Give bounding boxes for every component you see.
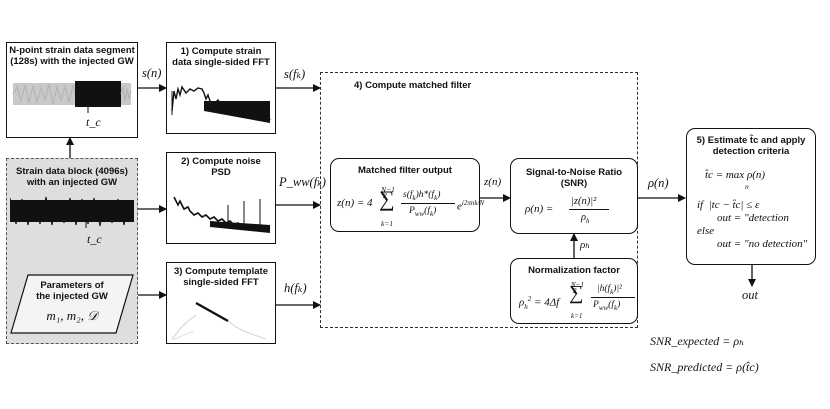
snr-expected: SNR_expected = ρₕ xyxy=(650,334,745,348)
params-title: Parameters of the injected GW xyxy=(36,280,108,302)
label-rho-h: ρₕ xyxy=(580,239,591,251)
snr-formula: ρ(n) = |z(n)|² ρh xyxy=(525,195,609,273)
label-s-n: s(n) xyxy=(142,66,162,80)
snr-title: Signal-to-Noise Ratio (SNR) xyxy=(525,167,623,189)
template-plot xyxy=(170,291,274,341)
segment-box: N-point strain data segment (128s) with … xyxy=(6,42,138,138)
block-tc-marker: t_c xyxy=(87,232,102,246)
estimate-box: 5) Estimate t̂c and apply detection crit… xyxy=(686,128,816,265)
norm-box: Normalization factor ρh2 = 4Δf N−1 2 ∑ k… xyxy=(510,258,638,324)
mf-output-formula: z(n) = 4 N−1 2 ∑ k=1 s(fk)h*(fk) Pww(fk)… xyxy=(337,185,485,228)
mf-output-box: Matched filter output z(n) = 4 N−1 2 ∑ k… xyxy=(330,158,484,232)
block-signal-plot xyxy=(10,196,134,228)
estimate-line3: out = "detection xyxy=(717,212,789,224)
segment-tc-marker: t_c xyxy=(86,115,101,129)
segment-title: N-point strain data segment (128s) with … xyxy=(9,45,135,67)
template-box: 3) Compute template single-sided FFT xyxy=(166,262,276,344)
snr-predicted: SNR_predicted = ρ(t̂c) xyxy=(650,360,759,374)
template-title: 3) Compute template single-sided FFT xyxy=(174,266,268,288)
estimate-line5: out = "no detection" xyxy=(717,238,808,250)
label-out: out xyxy=(742,288,758,302)
norm-title: Normalization factor xyxy=(528,265,620,276)
norm-formula: ρh2 = 4Δf N−1 2 ∑ k=1 |h(fk)|² Pww(fk) xyxy=(519,279,635,409)
estimate-title: 5) Estimate t̂c and apply detection crit… xyxy=(696,135,806,157)
snr-box: Signal-to-Noise Ratio (SNR) ρ(n) = |z(n)… xyxy=(510,158,638,234)
params-shape xyxy=(10,274,134,334)
estimate-line2: if |tc − t̂c| ≤ ε xyxy=(697,199,760,211)
params-formula: m₁, m₂, 𝒟 xyxy=(46,308,98,323)
fft-title: 1) Compute strain data single-sided FFT xyxy=(172,46,270,68)
fft-box: 1) Compute strain data single-sided FFT xyxy=(166,42,276,134)
label-h-fk: h(fₖ) xyxy=(284,281,307,295)
label-s-fk: s(fₖ) xyxy=(284,67,306,81)
estimate-line1: t̂c = max ρ(n) xyxy=(705,169,766,181)
fft-spectrum-plot xyxy=(170,71,274,129)
label-rho-n: ρ(n) xyxy=(648,176,669,190)
label-z-n: z(n) xyxy=(484,176,502,188)
estimate-line1-sub: n xyxy=(745,182,749,191)
block-title: Strain data block (4096s) with an inject… xyxy=(16,166,128,188)
matched-filter-title: 4) Compute matched filter xyxy=(354,80,472,91)
label-pww: P_ww(fₖ) xyxy=(279,175,326,189)
psd-title: 2) Compute noise PSD xyxy=(181,156,261,178)
block-section: Strain data block (4096s) with an inject… xyxy=(6,158,138,248)
segment-signal-plot xyxy=(11,69,133,121)
mf-output-title: Matched filter output xyxy=(358,165,452,176)
psd-plot xyxy=(170,181,274,239)
estimate-line4: else xyxy=(697,225,715,237)
psd-box: 2) Compute noise PSD xyxy=(166,152,276,244)
